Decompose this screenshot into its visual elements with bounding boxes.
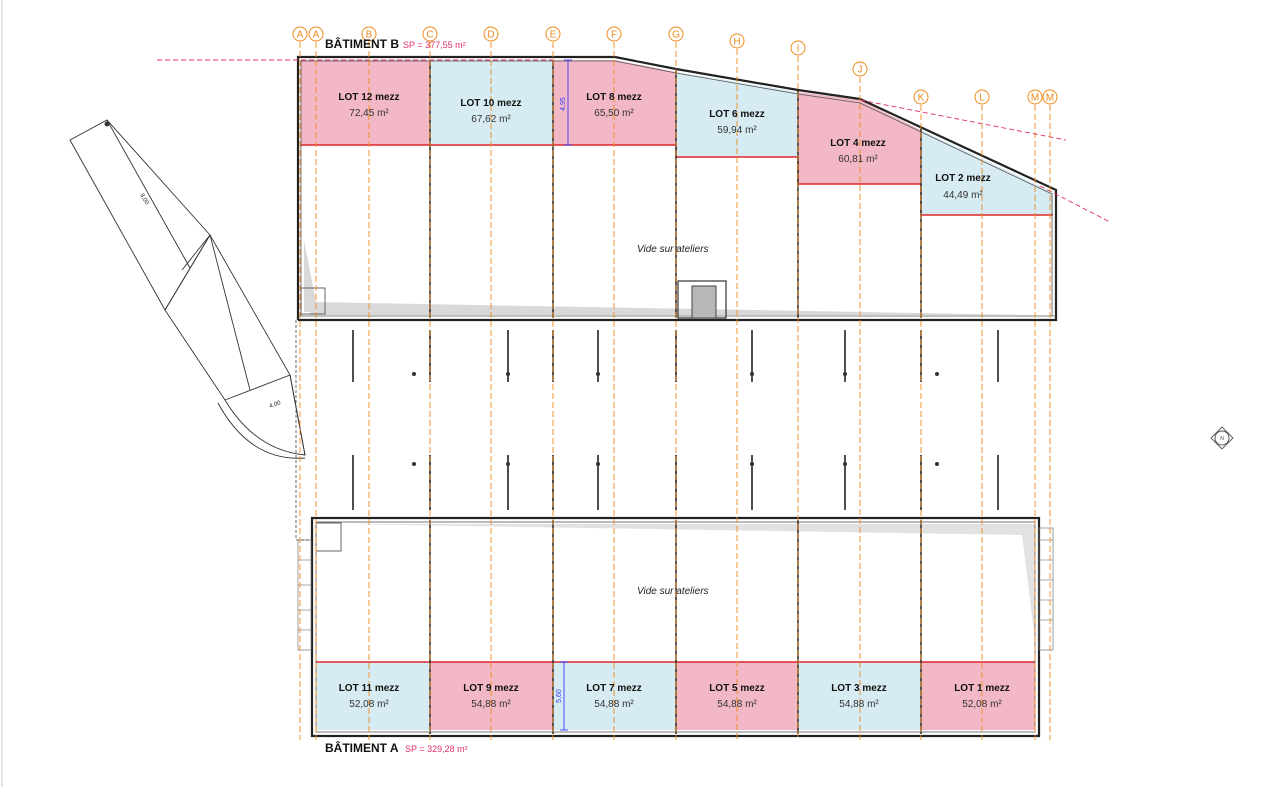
grid-axis-bubble bbox=[913, 89, 929, 105]
property-limit bbox=[157, 59, 1111, 223]
building-a-sp: SP = 329,28 m² bbox=[405, 744, 468, 754]
shadow-a bbox=[340, 524, 1035, 640]
grid-axis-bubble bbox=[361, 26, 377, 42]
lot-11-area: 52,08 m² bbox=[349, 699, 389, 710]
grid-axis-bubble bbox=[1042, 89, 1058, 105]
lot-8-area: 65,50 m² bbox=[594, 108, 634, 119]
lot-6-name: LOT 6 mezz bbox=[709, 109, 765, 120]
grid-axis-bubble bbox=[729, 33, 745, 49]
grid-axis-bubble bbox=[668, 26, 684, 42]
grid-axis-bubble bbox=[1027, 89, 1043, 105]
lot-2-area: 44,49 m² bbox=[943, 190, 983, 201]
grid-axis-bubble bbox=[606, 26, 622, 42]
building-b-title: BÂTIMENT B bbox=[325, 36, 399, 51]
building-b-lots bbox=[301, 60, 1053, 216]
grid-axis-label: B bbox=[366, 30, 373, 41]
grid-axis-label: L bbox=[979, 93, 985, 104]
grid-axis-bubble bbox=[483, 26, 499, 42]
shadow-b-left bbox=[304, 240, 318, 312]
lot-5-area: 54,88 m² bbox=[717, 699, 757, 710]
lot-3-name: LOT 3 mezz bbox=[831, 683, 887, 694]
grid-axis-bubble bbox=[422, 26, 438, 42]
grid-axis-label: G bbox=[672, 30, 680, 41]
lot-9-fill[interactable] bbox=[430, 662, 553, 730]
grid-axis-label: D bbox=[487, 30, 494, 41]
lot-1-name: LOT 1 mezz bbox=[954, 683, 1010, 694]
grid-axis-bubble bbox=[852, 61, 868, 77]
dimension-a: 5,60 bbox=[556, 661, 568, 731]
ramp-length-dim: 8,00 bbox=[138, 193, 150, 207]
lot-9-name: LOT 9 mezz bbox=[463, 683, 519, 694]
grid-axis-bubble bbox=[308, 26, 324, 42]
building-b-sp: SP = 377,55 m² bbox=[403, 40, 466, 50]
lot-8-name: LOT 8 mezz bbox=[586, 92, 642, 103]
grid-axis-label: K bbox=[918, 93, 925, 104]
lot-12-fill[interactable] bbox=[301, 60, 430, 145]
grid-axis-bubble bbox=[790, 40, 806, 56]
grid-axis-bubble bbox=[545, 26, 561, 42]
lot-2-fill[interactable] bbox=[921, 130, 1053, 215]
svg-text:4,95: 4,95 bbox=[560, 97, 567, 111]
parking-dots bbox=[412, 372, 939, 466]
grid-axis-label: C bbox=[426, 30, 433, 41]
lot-2-name: LOT 2 mezz bbox=[935, 173, 991, 184]
grid-axis-bubble bbox=[292, 26, 308, 42]
grid-axis-label: I bbox=[797, 44, 800, 55]
grid-axis-label: J bbox=[858, 65, 863, 76]
compass-icon: N bbox=[1210, 426, 1234, 450]
lot-10-name: LOT 10 mezz bbox=[460, 98, 521, 109]
lot-9-area: 54,88 m² bbox=[471, 699, 511, 710]
svg-text:N: N bbox=[1220, 436, 1224, 442]
grid-axis-bubble bbox=[974, 89, 990, 105]
lot-3-fill[interactable] bbox=[798, 662, 921, 730]
svg-text:5,60: 5,60 bbox=[556, 689, 563, 703]
lot-1-area: 52,08 m² bbox=[962, 699, 1002, 710]
lot-10-fill[interactable] bbox=[430, 60, 553, 145]
lot-3-area: 54,88 m² bbox=[839, 699, 879, 710]
grid-axis-label: E bbox=[550, 30, 557, 41]
lot-11-name: LOT 11 mezz bbox=[339, 683, 400, 694]
vide-label-b: Vide sur ateliers bbox=[637, 244, 709, 255]
ramp-width-dim: 4,00 bbox=[269, 400, 283, 410]
grid-axis-label: M bbox=[1046, 93, 1054, 104]
lot-7-name: LOT 7 mezz bbox=[586, 683, 642, 694]
lot-7-area: 54,88 m² bbox=[594, 699, 634, 710]
access-path bbox=[295, 320, 310, 541]
lot-4-fill[interactable] bbox=[798, 92, 921, 184]
ramp bbox=[69, 119, 306, 459]
lot-12-area: 72,45 m² bbox=[349, 108, 389, 119]
vide-label-a: Vide sur ateliers bbox=[637, 586, 709, 597]
grid-axis-label: H bbox=[733, 37, 740, 48]
lot-4-area: 60,81 m² bbox=[838, 154, 878, 165]
parking-marks bbox=[352, 330, 999, 510]
lot-10-area: 67,62 m² bbox=[471, 114, 511, 125]
shadow-b bbox=[310, 302, 1030, 315]
dimension-b: 4,95 bbox=[560, 59, 572, 146]
lot-6-area: 59,94 m² bbox=[717, 125, 757, 136]
grid-axis-label: A bbox=[313, 30, 320, 41]
grid-axes bbox=[299, 42, 1051, 740]
grid-axis-label: A bbox=[297, 30, 304, 41]
lot-1-fill[interactable] bbox=[921, 662, 1035, 730]
lot-5-name: LOT 5 mezz bbox=[709, 683, 765, 694]
grid-axis-label: F bbox=[611, 30, 617, 41]
lot-11-fill[interactable] bbox=[316, 662, 430, 730]
lot-4-name: LOT 4 mezz bbox=[830, 138, 886, 149]
lot-8-fill[interactable] bbox=[553, 60, 676, 145]
lot-7-fill[interactable] bbox=[553, 662, 676, 730]
lot-12-name: LOT 12 mezz bbox=[338, 92, 399, 103]
building-a-title: BÂTIMENT A bbox=[325, 740, 399, 755]
grid-axis-label: M bbox=[1031, 93, 1039, 104]
